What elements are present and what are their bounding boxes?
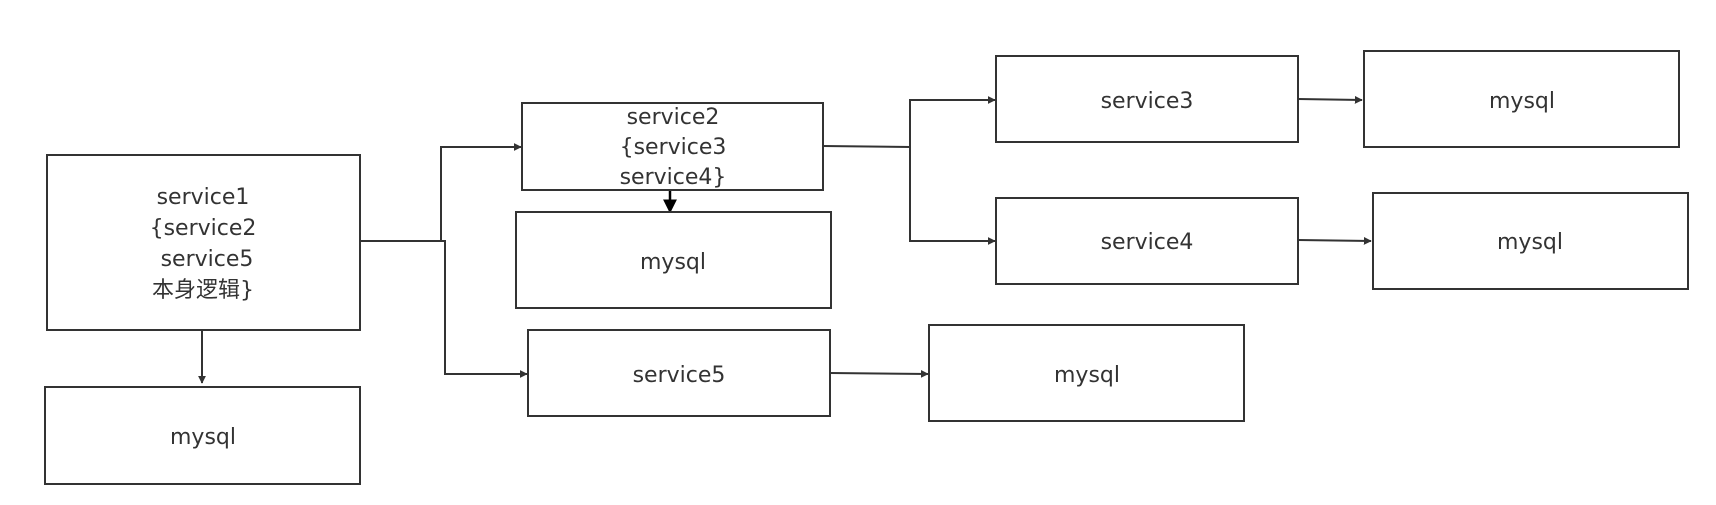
- edge-service2-to-service3: [822, 96, 996, 149]
- edge-service4-to-mysql: [1297, 236, 1372, 245]
- edge-service1-to-service5: [441, 240, 528, 378]
- edge-service5-to-mysql: [829, 369, 929, 378]
- service1-label-line2: {service2: [150, 216, 257, 241]
- node-mysql-service2[interactable]: mysql: [515, 211, 832, 309]
- mysql-label: mysql: [170, 425, 236, 450]
- service1-label-line4: 本身逻辑}: [152, 278, 254, 303]
- node-mysql-service4[interactable]: mysql: [1372, 192, 1689, 290]
- service4-label: service4: [1101, 230, 1194, 255]
- service2-label-line2: {service3: [620, 135, 727, 160]
- node-service4[interactable]: service4: [995, 197, 1299, 285]
- node-service3[interactable]: service3: [995, 55, 1299, 143]
- mysql-label: mysql: [1497, 230, 1563, 255]
- service5-label: service5: [633, 363, 726, 388]
- node-mysql-service3[interactable]: mysql: [1363, 50, 1680, 148]
- mysql-label: mysql: [1054, 363, 1120, 388]
- service1-label-line3: service5: [161, 247, 254, 272]
- service2-label-line1: service2: [627, 105, 720, 130]
- service1-label-line1: service1: [157, 185, 250, 210]
- service2-label-line3: service4}: [620, 165, 727, 190]
- edge-service1-to-service2: [360, 143, 522, 242]
- node-service2[interactable]: service2 {service3 service4}: [521, 102, 824, 191]
- edge-service2-to-service4: [909, 147, 996, 245]
- service3-label: service3: [1101, 89, 1194, 114]
- node-mysql-service5[interactable]: mysql: [928, 324, 1245, 422]
- node-service1[interactable]: service1 {service2 service5 本身逻辑}: [46, 154, 361, 331]
- node-service5[interactable]: service5: [527, 329, 831, 417]
- mysql-label: mysql: [1489, 89, 1555, 114]
- edge-service3-to-mysql: [1297, 95, 1363, 104]
- node-mysql-service1[interactable]: mysql: [44, 386, 361, 485]
- mysql-label: mysql: [640, 250, 706, 275]
